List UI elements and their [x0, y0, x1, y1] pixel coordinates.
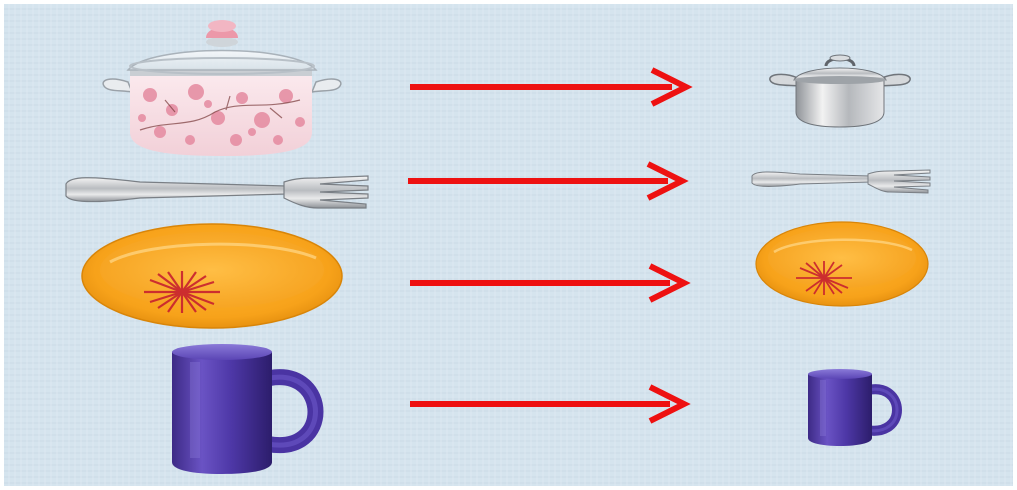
- orange-plate-icon: [756, 222, 928, 306]
- orange-plate-icon: [82, 224, 342, 328]
